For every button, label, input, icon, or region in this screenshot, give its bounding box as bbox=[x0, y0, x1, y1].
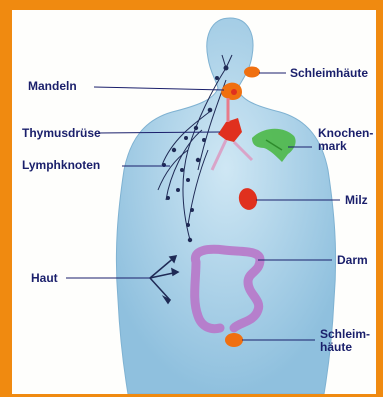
label-milz: Milz bbox=[345, 194, 368, 207]
tonsil-red bbox=[231, 89, 237, 95]
label-schleimhaeute-bottom: Schleim- häute bbox=[320, 328, 370, 354]
label-mandeln: Mandeln bbox=[28, 80, 77, 93]
label-thymusdruese: Thymusdrüse bbox=[22, 127, 101, 140]
label-schleimhaeute-top: Schleimhäute bbox=[290, 67, 368, 80]
schleimhaeute-top-organ bbox=[244, 67, 260, 78]
label-lymphknoten: Lymphknoten bbox=[22, 159, 100, 172]
label-knochenmark: Knochen- mark bbox=[318, 127, 373, 153]
label-darm: Darm bbox=[337, 254, 368, 267]
label-haut: Haut bbox=[31, 272, 58, 285]
diagram-panel: Mandeln Thymusdrüse Lymphknoten Haut Sch… bbox=[12, 10, 376, 394]
schleimhaeute-bottom-organ bbox=[225, 333, 243, 347]
